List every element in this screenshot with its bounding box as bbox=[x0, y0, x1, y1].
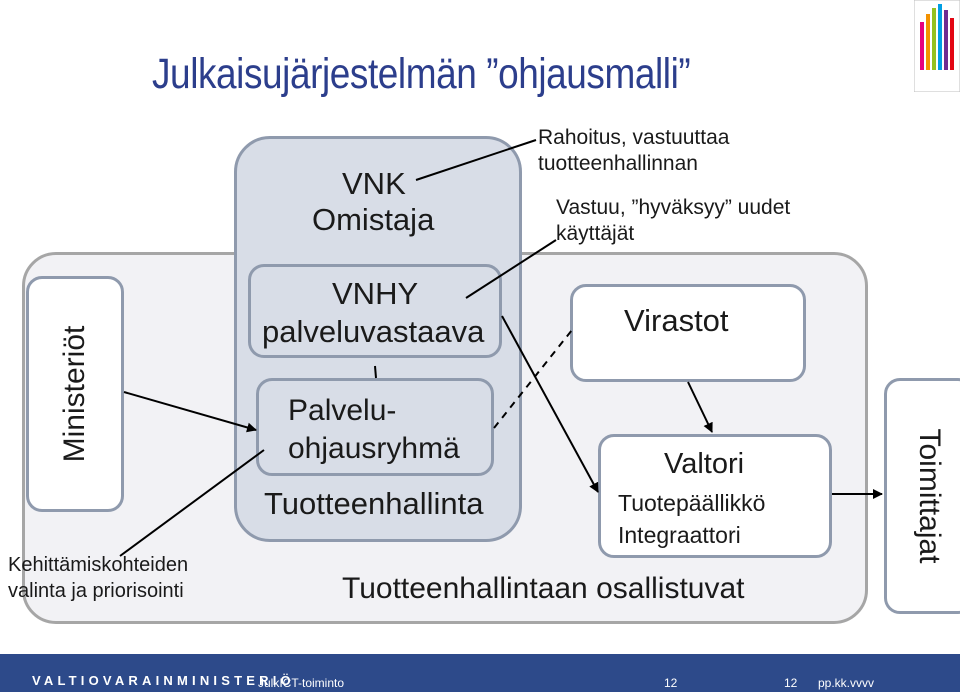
toimittajat-box bbox=[884, 378, 960, 614]
vastuu-annotation-2: käyttäjät bbox=[556, 222, 635, 245]
integraattori-label: Integraattori bbox=[618, 522, 741, 548]
ministeriot-arrow bbox=[123, 391, 257, 433]
vnhy-box bbox=[248, 264, 502, 358]
footer-brand: VALTIOVARAINMINISTERIÖ bbox=[32, 673, 295, 688]
tuotepaallikko-label: Tuotepäällikkö bbox=[618, 490, 766, 516]
palvelu-virastot-dashed bbox=[493, 329, 573, 429]
footer-page-a: 12 bbox=[664, 676, 678, 690]
ministeriot-box bbox=[26, 276, 124, 512]
valtori-label: Valtori bbox=[664, 448, 745, 480]
rahoitus-annotation-2: tuotteenhallinnan bbox=[538, 152, 698, 175]
vnk-annotation-line bbox=[415, 139, 537, 181]
palvelu-label-2: ohjausryhmä bbox=[288, 432, 460, 465]
footer-presentation: JulkICT-toiminto bbox=[258, 676, 345, 690]
vastuu-annotation-1: Vastuu, ”hyväksyy” uudet bbox=[556, 196, 791, 219]
page-title: Julkaisujärjestelmän ”ohjausmalli” bbox=[152, 50, 691, 98]
kehittamis-annotation-2: valinta ja priorisointi bbox=[8, 580, 184, 602]
kehittamis-line bbox=[119, 449, 265, 557]
palvelu-label-1: Palvelu- bbox=[288, 394, 397, 427]
omistaja-label: Omistaja bbox=[312, 202, 435, 237]
palveluohjausryhma-box bbox=[256, 378, 494, 476]
footer-bar: VALTIOVARAINMINISTERIÖ JulkICT-toiminto … bbox=[0, 654, 960, 692]
vnhy-label: VNHY bbox=[332, 276, 419, 311]
valtori-box bbox=[598, 434, 832, 558]
vnhy-annotation-line bbox=[465, 239, 557, 299]
footer-page-b: 12 bbox=[784, 676, 798, 690]
virastot-box bbox=[570, 284, 806, 382]
tuotteenhallinta-label: Tuotteenhallinta bbox=[264, 486, 484, 521]
ministry-logo-icon bbox=[914, 0, 960, 92]
virastot-label: Virastot bbox=[624, 303, 729, 338]
vnhy-palvelu-tick bbox=[374, 365, 377, 379]
rahoitus-annotation-1: Rahoitus, vastuuttaa bbox=[538, 126, 730, 149]
vnhy-valtori-arrow bbox=[501, 315, 599, 493]
virastot-valtori-arrow bbox=[687, 381, 713, 433]
footer-date: pp.kk.vvvv bbox=[818, 676, 875, 690]
kehittamis-annotation-1: Kehittämiskohteiden bbox=[8, 554, 189, 576]
osallistuvat-label: Tuotteenhallintaan osallistuvat bbox=[342, 572, 745, 605]
palveluvastaava-label: palveluvastaava bbox=[262, 314, 485, 349]
vnk-label: VNK bbox=[342, 166, 406, 201]
